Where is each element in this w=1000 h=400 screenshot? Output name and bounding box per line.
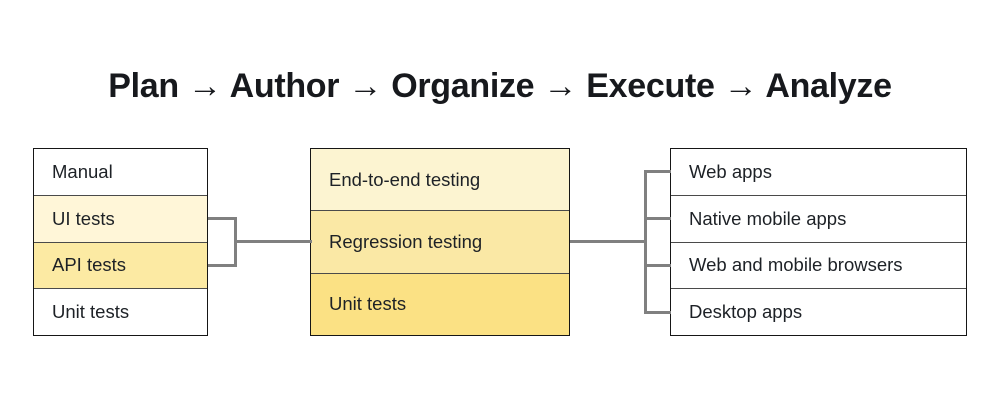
row-unit-tests-left: Unit tests bbox=[34, 288, 207, 335]
connector-web-apps-branch bbox=[644, 170, 671, 173]
app-targets-box: Web apps Native mobile apps Web and mobi… bbox=[670, 148, 967, 336]
test-types-box: Manual UI tests API tests Unit tests bbox=[33, 148, 208, 336]
connector-ui-tests-branch bbox=[208, 217, 236, 220]
row-manual: Manual bbox=[34, 149, 207, 195]
connector-native-mobile-branch bbox=[644, 217, 671, 220]
row-api-tests: API tests bbox=[34, 241, 207, 289]
row-end-to-end-testing: End-to-end testing bbox=[311, 149, 569, 211]
row-web-and-mobile-browsers: Web and mobile browsers bbox=[671, 241, 966, 289]
row-desktop-apps: Desktop apps bbox=[671, 288, 966, 335]
connector-desktop-apps-branch bbox=[644, 311, 671, 314]
row-ui-tests: UI tests bbox=[34, 194, 207, 242]
testing-categories-box: End-to-end testing Regression testing Un… bbox=[310, 148, 570, 336]
connector-api-tests-branch bbox=[208, 264, 236, 267]
row-unit-tests-middle: Unit tests bbox=[311, 272, 569, 335]
row-web-apps: Web apps bbox=[671, 149, 966, 195]
connector-browsers-branch bbox=[644, 264, 671, 267]
connector-middle-to-right bbox=[570, 240, 646, 243]
diagram-title: Plan → Author → Organize → Execute → Ana… bbox=[108, 67, 892, 105]
row-native-mobile-apps: Native mobile apps bbox=[671, 194, 966, 242]
row-regression-testing: Regression testing bbox=[311, 210, 569, 273]
connector-left-to-middle bbox=[234, 240, 312, 243]
connector-right-bracket bbox=[644, 170, 647, 314]
